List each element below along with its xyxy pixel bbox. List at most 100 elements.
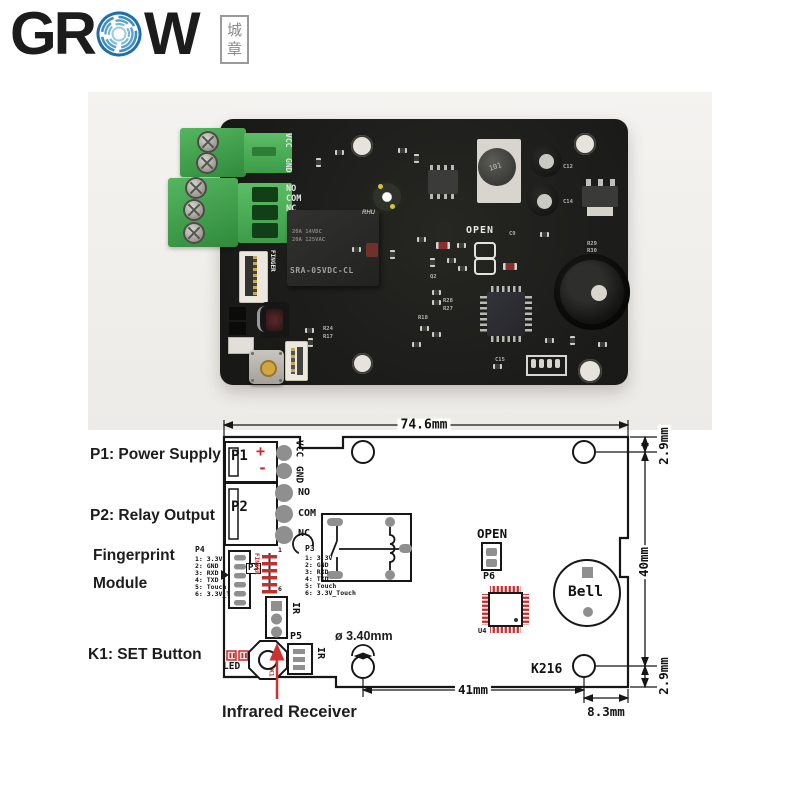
power-inductor: 101: [478, 148, 516, 186]
silkscreen-vcc: VCC: [284, 133, 293, 148]
label-led: LED: [223, 661, 241, 672]
mounting-hole: [351, 135, 373, 157]
silkscreen-nc: NC: [286, 204, 297, 214]
terminal-screw: [183, 199, 205, 221]
label-no: NO: [298, 487, 311, 498]
brand-logo: GR W: [10, 0, 201, 67]
smd-led: [229, 307, 246, 320]
label-p6: P6: [483, 571, 496, 582]
label-k1: K1: [267, 669, 276, 677]
label-ir-receiver: IR: [290, 602, 301, 615]
smd-component: [390, 250, 395, 259]
smd-component: [447, 258, 456, 263]
smd-component: [432, 300, 441, 305]
p4-pin-4: 4: TXD: [195, 576, 219, 584]
seal-char-1: 城: [226, 20, 242, 39]
ref-q2: Q2: [430, 274, 437, 280]
p3-pin-1: 1: 3.3V: [305, 554, 333, 562]
relay-rating-2: 20A 125VAC: [292, 237, 326, 243]
p3-pin-5: 5: Touch: [305, 582, 337, 590]
ref-r28: R28: [443, 298, 453, 304]
mounting-hole: [352, 353, 373, 374]
set-button: [249, 350, 284, 384]
callout-set-button: K1: SET Button: [88, 646, 202, 663]
label-u4: U4: [478, 627, 487, 635]
label-nc: NC: [298, 528, 311, 539]
silkscreen-finger: FINGER: [269, 250, 276, 272]
p4-pin-3: 3: RXD: [195, 569, 219, 577]
smd-diode: [503, 263, 517, 270]
smd-component: [540, 232, 549, 237]
capacitor: [530, 145, 562, 177]
smd-component: [412, 342, 421, 347]
terminal-screw: [185, 177, 207, 199]
smd-component: [414, 154, 419, 163]
chinese-seal-stamp: 城 章: [220, 15, 249, 64]
relay-brand: RHU: [362, 210, 375, 216]
label-p3-header: P3: [246, 563, 261, 574]
callout-power-supply: P1: Power Supply: [90, 446, 221, 463]
logo-text-gr: GR: [10, 0, 97, 67]
relay-rating-1: 20A 14VDC: [292, 229, 322, 235]
smd-component: [430, 258, 435, 267]
silkscreen-com: COM: [286, 194, 302, 204]
terminal-screw: [197, 131, 219, 153]
ref-r24: R24: [323, 326, 333, 332]
mcu-chip: [480, 286, 532, 342]
label-pin6: 6: [278, 585, 282, 593]
pad-connector: [526, 355, 567, 376]
capacitor: [527, 184, 559, 216]
jst-connector-fingerprint: [239, 251, 268, 303]
dim-top-margin: 2.9mm: [655, 425, 671, 467]
terminal-screw: [196, 152, 218, 174]
jst-connector-3pin: [285, 341, 308, 381]
smd-component: [432, 290, 441, 295]
smd-component: [305, 328, 314, 333]
label-open: OPEN: [477, 526, 508, 541]
smd-capacitor: [228, 337, 254, 354]
smd-component: [417, 237, 426, 242]
smd-component: [458, 266, 467, 271]
callout-fingerprint: Fingerprint: [93, 547, 175, 564]
smd-component: [308, 338, 313, 347]
label-p1: P1: [231, 448, 248, 464]
ref-c14: C14: [563, 199, 573, 205]
smd-component: [457, 243, 466, 248]
smd-diode: [436, 242, 450, 249]
dim-hole-right: 8.3mm: [587, 703, 625, 719]
p4-pin-5: 5: Touch: [195, 583, 227, 591]
silkscreen-no: NO: [286, 184, 297, 194]
dim-hole-height: 40mm: [635, 544, 651, 580]
label-minus: -: [258, 459, 268, 477]
label-plus: +: [256, 442, 266, 460]
seal-char-2: 章: [226, 39, 242, 58]
relay-model: SRA-05VDC-CL: [290, 266, 354, 275]
open-pad: [474, 258, 496, 275]
relay-stamp: [366, 243, 378, 257]
buzzer: [554, 254, 630, 330]
callout-infrared-receiver: Infrared Receiver: [222, 703, 357, 721]
mounting-hole: [574, 133, 596, 155]
smd-led: [229, 322, 246, 335]
label-p5: P5: [290, 631, 303, 642]
relay: RHU 20A 14VDC 20A 125VAC SRA-05VDC-CL: [287, 210, 379, 286]
label-vcc: VCC: [293, 440, 305, 458]
ref-r18: R18: [418, 315, 428, 321]
label-p2: P2: [231, 499, 248, 515]
callout-module: Module: [93, 575, 148, 592]
ir-receiver: [257, 302, 289, 338]
label-p4: P4: [195, 545, 205, 554]
dim-board-width: 74.6mm: [397, 418, 451, 432]
label-gnd: GND: [293, 466, 305, 484]
label-pin1: 1: [278, 546, 282, 554]
smd-component: [598, 342, 607, 347]
smd-component: [316, 158, 321, 167]
p4-pin-6: 6: 3.3V_T: [195, 590, 231, 598]
silkscreen-open: OPEN: [466, 225, 495, 236]
ref-r27: R27: [443, 306, 453, 312]
label-ir-p5: IR: [315, 647, 326, 660]
label-bell: Bell: [568, 584, 603, 600]
dim-hole-span: 41mm: [454, 683, 492, 697]
ref-r30: R30: [587, 248, 597, 254]
